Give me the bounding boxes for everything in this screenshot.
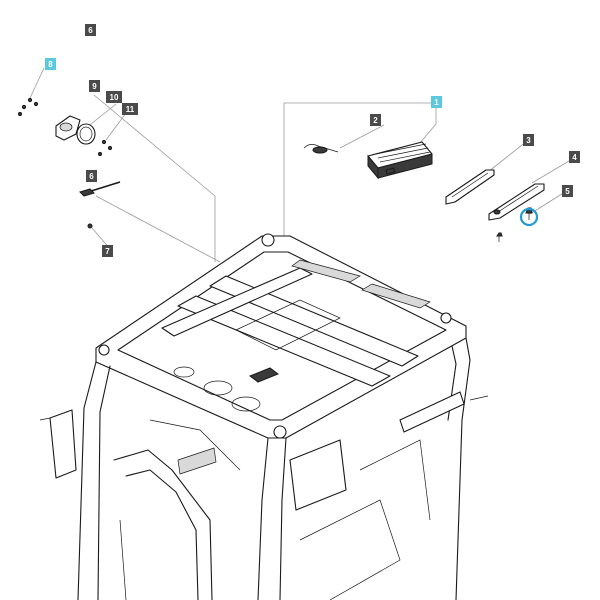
callout-5[interactable]: 5 <box>562 185 573 197</box>
svg-text:10: 10 <box>110 93 119 102</box>
part-10-speaker-ring <box>76 123 96 145</box>
svg-text:6: 6 <box>88 26 93 35</box>
part-1-control-module <box>367 141 433 180</box>
callout-3[interactable]: 3 <box>523 134 534 146</box>
svg-text:3: 3 <box>526 136 531 145</box>
callout-11[interactable]: 11 <box>122 103 138 115</box>
part-9-speaker <box>55 115 81 141</box>
svg-text:1: 1 <box>434 98 439 107</box>
leader-lines <box>29 67 575 263</box>
part-8-screws <box>17 97 39 117</box>
callout-1[interactable]: 1 <box>431 96 442 108</box>
part-4-bracket <box>488 183 545 221</box>
callout-9[interactable]: 9 <box>89 80 100 92</box>
svg-text:9: 9 <box>92 82 97 91</box>
svg-text:5: 5 <box>565 187 570 196</box>
svg-text:7: 7 <box>105 247 110 256</box>
part-3-bracket <box>445 169 495 205</box>
selection-ring <box>519 207 539 227</box>
callout-4[interactable]: 4 <box>569 151 580 163</box>
callout-2[interactable]: 2 <box>370 114 381 126</box>
svg-text:4: 4 <box>572 153 577 162</box>
part-6-antenna <box>79 181 121 197</box>
callout-6[interactable]: 6 <box>86 170 97 182</box>
callout-7[interactable]: 7 <box>102 245 113 257</box>
svg-text:8: 8 <box>48 60 53 69</box>
cab-frame <box>39 233 489 600</box>
part-7-screw <box>87 223 93 229</box>
part-11-screws <box>97 139 113 157</box>
callout-6-top[interactable]: 6 <box>85 24 96 36</box>
callout-8[interactable]: 8 <box>45 58 56 70</box>
svg-text:6: 6 <box>89 172 94 181</box>
callout-10[interactable]: 10 <box>106 91 122 103</box>
svg-text:2: 2 <box>373 116 378 125</box>
part-2-wire-clip <box>303 144 339 154</box>
svg-text:11: 11 <box>126 105 135 114</box>
